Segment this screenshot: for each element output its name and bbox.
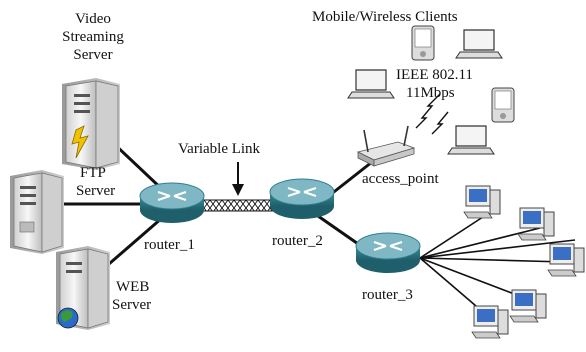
router-icon [355,232,421,273]
variable-link-cable [202,199,274,212]
ftp-server-label: FTP Server [76,164,115,200]
arrow-down-icon [232,162,244,196]
desktop-pc-icon [509,289,547,323]
ftp-server-label-line1: FTP [80,165,106,181]
wifi-standard-label: IEEE 802.11 [396,67,473,83]
video-server-label-line2: Streaming [62,29,124,45]
router-1-label: router_1 [144,237,195,253]
desktop-pc-icon [547,243,585,277]
router3-fanout [419,214,576,319]
links [62,138,576,319]
pda-icon [491,87,515,123]
laptop-icon [447,125,495,155]
ftp-server-label-line2: Server [76,183,116,199]
server-icon [62,78,120,170]
laptop-icon [455,29,503,59]
link-router2-router3 [317,214,365,250]
link-router2-ap [329,160,373,197]
video-server-label: Video Streaming Server [48,10,138,64]
router-icon [139,182,205,223]
wireless-signal [415,93,441,129]
video-server-label-line1: Video [75,11,111,27]
web-server-label-line1: WEB [116,279,150,295]
desktop-pc-icon [471,305,509,339]
pda-icon [411,25,435,61]
lightning-icon [71,125,89,159]
server-icon [10,170,64,254]
access-point-icon [356,125,416,167]
desktop-pc-icon [463,185,501,219]
router-2-label: router_2 [272,233,323,249]
router-3-label: router_3 [362,287,413,303]
wifi-speed-label: 11Mbps [406,85,455,101]
link-web-router1 [101,216,163,272]
router-icon [269,178,335,219]
wireless-clients-title: Mobile/Wireless Clients [312,9,458,25]
web-server-label: WEB Server [112,278,151,314]
laptop-icon [347,69,395,99]
globe-icon [57,307,79,329]
variable-link-label: Variable Link [178,141,261,157]
access-point-label: access_point [362,171,439,187]
web-server-label-line2: Server [112,297,152,313]
server-icon [56,246,110,330]
desktop-pc-icon [517,207,555,241]
video-server-label-line3: Server [73,47,113,63]
